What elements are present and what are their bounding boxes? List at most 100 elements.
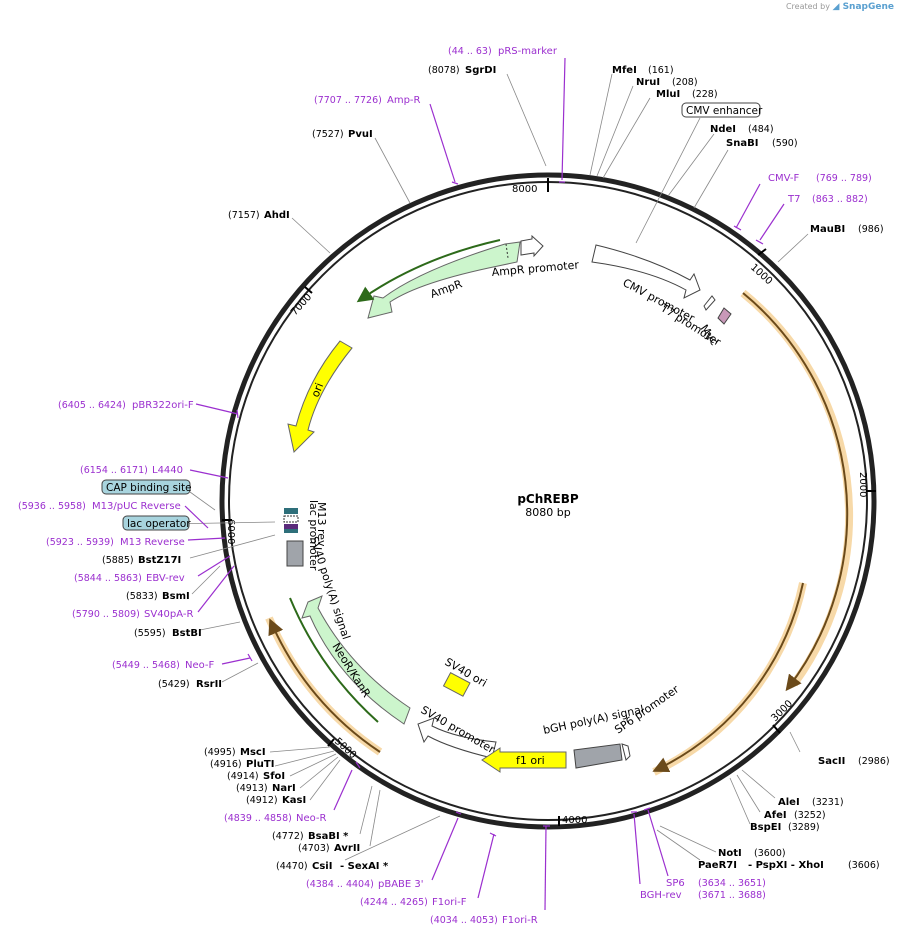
enzyme-pos-mfei: (161) [648,65,674,76]
sv40-polya-shape [286,540,304,567]
orange-feature-lower-arrow [652,582,804,772]
enzyme-mlui: MluI [656,89,680,100]
enzyme-pos-xhoi: (3606) [848,860,880,871]
enzyme-bstbi: BstBI [172,628,202,639]
primer-pos-neo-f: (5449 .. 5468) [112,660,180,671]
enzyme-pspxi-xhoi: - PspXI - XhoI [748,860,824,871]
primer-pos-l4440: (6154 .. 6171) [80,465,148,476]
primer-pos-sv40pa-r: (5790 .. 5809) [72,609,140,620]
enzyme-avrii: AvrII [334,843,360,854]
enzyme-pvui: PvuI [348,129,373,140]
tick-label-2000: 2000 [857,472,868,497]
enzyme-pos-maubi: (986) [858,224,884,235]
credit-text: Created by [785,2,830,11]
myc-shape [717,307,732,325]
primer-m13-puc-reverse: M13/pUC Reverse [92,501,181,512]
enzyme-frui: NruI [636,77,660,88]
enzyme-pos-nrui: (208) [672,77,698,88]
enzyme-pos-snabi: (590) [772,138,798,149]
bgh-polya-shape [573,743,623,769]
enzyme-mfei: MfeI [612,65,637,76]
enzyme-rsrii: RsrII [196,679,222,690]
enzyme-pos-noti: (3600) [754,848,786,859]
primer-f1ori-r: F1ori-R [502,915,538,926]
enzyme-pos-bspei: (3289) [788,822,820,833]
enzyme-nari: NarI [272,783,296,794]
cap-site-box [284,508,298,514]
enzyme-msci: MscI [240,747,266,758]
primer-pos-prs-marker: (44 .. 63) [448,46,492,57]
primer-pos-pbabe-3: (4384 .. 4404) [306,879,374,890]
tick-1000 [757,248,767,256]
enzyme-noti: NotI [718,848,742,859]
primer-sp6: SP6 [666,878,685,889]
enzyme-alei: AleI [778,797,800,808]
primer-l4440: L4440 [152,465,183,476]
enzyme-sfoi: SfoI [263,771,285,782]
primer-pos-amp-r: (7707 .. 7726) [314,95,382,106]
cap-binding-site-box [101,479,191,495]
lac-operator-box [284,529,298,533]
enzyme-pos-ahdi: (7157) [228,210,260,221]
tick-label-6000: 6000 [225,519,236,544]
t7-promoter-shape [703,295,716,311]
primer-amp-r: Amp-R [387,95,421,106]
ori-shape [287,340,353,454]
primer-cmv-f: CMV-F [768,173,799,184]
enzyme-pos-csii: (4470) [276,861,308,872]
ampr-promoter-shape [520,234,544,258]
enzyme-paer7i: PaeR7I [698,860,737,871]
f1-ori-label: f1 ori [516,754,545,767]
sv40-ori-shape [442,671,471,697]
enzyme-bspei: BspEI [750,822,781,833]
lac-promoter-box [283,515,299,523]
enzyme-sexai: - SexAI * [340,861,389,872]
enzyme-pos-rsrii: (5429) [158,679,190,690]
enzyme-pos-sgrdi: (8078) [428,65,460,76]
tick-7000 [304,286,313,294]
backbone-outer [219,172,877,830]
enzyme-pos-kasi: (4912) [246,795,278,806]
tick-5000 [327,738,335,747]
credit: Created by ◢ SnapGene [786,2,894,12]
primer-prs-marker: pRS-marker [498,46,558,57]
enzyme-maubi: MauBI [810,224,845,235]
enzyme-pos-nari: (4913) [236,783,268,794]
enzyme-sacii: SacII [818,756,845,767]
enzyme-csii: CsiI [312,861,332,872]
cmv-promoter-shape [591,244,701,299]
primer-pos-pbr322ori-f: (6405 .. 6424) [58,400,126,411]
primer-pos-bgh-rev: (3671 .. 3688) [698,890,766,901]
enzyme-bsabi: BsaBI * [308,831,349,842]
enzyme-pos-bstz17i: (5885) [102,555,134,566]
primer-t7: T7 [787,194,800,205]
cap-binding-site-label: CAP binding site [106,482,192,494]
enzyme-afei: AfeI [764,810,787,821]
primer-pos-cmv-f: (769 .. 789) [816,173,872,184]
primer-m13-reverse: M13 Reverse [120,537,185,548]
neor-label: NeoR/KanR [329,641,373,700]
ampr-feature [367,241,521,319]
sv40-promoter-shape [417,717,497,759]
tick-label-8000: 8000 [512,184,537,195]
enzyme-pos-ndei: (484) [748,124,774,135]
enzyme-bsmi: BsmI [162,591,190,602]
enzyme-ahdi: AhdI [264,210,290,221]
enzyme-pos-bsmi: (5833) [126,591,158,602]
lac-operator-tag [122,515,190,531]
neor-shape [301,595,411,725]
m13rev-box [284,524,298,529]
plasmid-name: pChREBP [517,492,579,506]
cmv-enhancer-box [681,102,761,118]
primer-pos-f1ori-f: (4244 .. 4265) [360,897,428,908]
enzyme-pos-msci: (4995) [204,747,236,758]
neor-arrow-line [289,597,379,723]
enzyme-ndei: NdeI [710,124,736,135]
orange-feature-lower-bg [652,582,807,776]
enzyme-pos-bstbi: (5595) [134,628,166,639]
sp6-promoter-shape [621,743,631,761]
brand-name: SnapGene [842,2,894,12]
primer-pos-m13-reverse: (5923 .. 5939) [46,537,114,548]
enzyme-pos-pvui: (7527) [312,129,344,140]
